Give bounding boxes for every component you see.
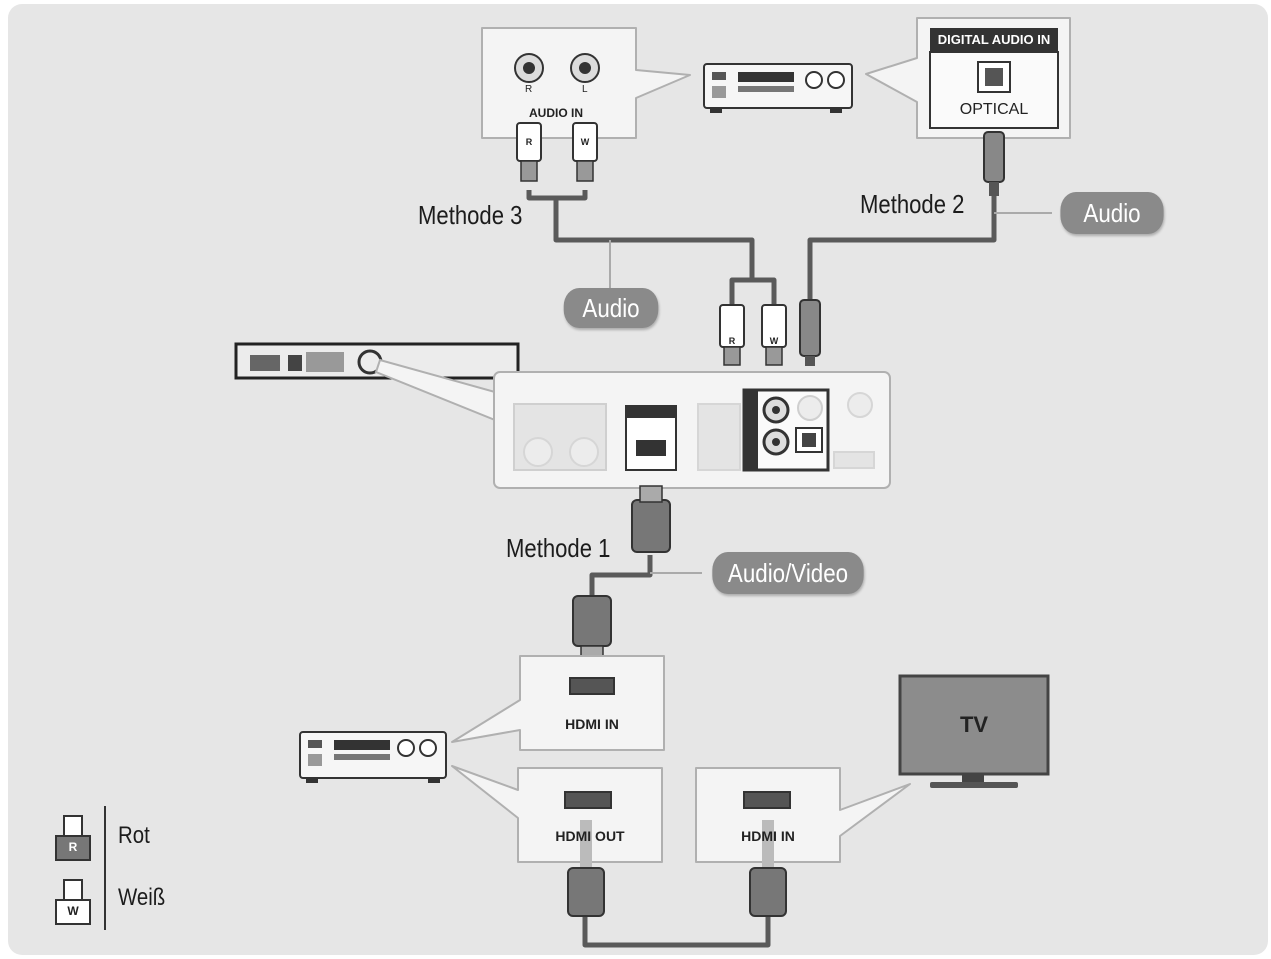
tag-leaders [609, 212, 1052, 574]
player-hdmi-plug-icon [631, 499, 671, 553]
legend-white-label: Weiß [118, 884, 166, 911]
tv-hdmi-in-port-icon [743, 791, 791, 809]
receiver-hdmi-in-label: HDMI IN [565, 716, 619, 732]
legend-red-code: R [68, 840, 78, 854]
analog-cable-white-b [752, 277, 777, 305]
receiver-hdmi-out-label: HDMI OUT [555, 828, 625, 844]
receiver-hdmi-in-port-icon [569, 677, 615, 695]
receiver-hdmi-out-callout [451, 765, 663, 863]
receiver-hdmi-out-port-icon [564, 791, 612, 809]
optical-plug-icon [983, 131, 1005, 183]
tv-icon [898, 674, 1050, 788]
bottom-av-receiver-icon [299, 731, 447, 783]
hdmi-cable-receiver-tv [582, 915, 771, 948]
optical-cable [807, 190, 997, 300]
tv-hdmi-in-label: HDMI IN [741, 828, 795, 844]
bottom-hdmi-plugs [567, 820, 787, 917]
legend-red-plug-icon [55, 835, 91, 861]
audio-in-callout [481, 27, 691, 182]
hdmi-cable-main [589, 555, 653, 600]
tv-hdmi-in-callout [695, 767, 911, 863]
tv-hdmi-in-plug-icon [749, 867, 787, 917]
plug-w-letter: W [580, 137, 590, 147]
audio-video-tag: Audio/Video [712, 552, 864, 594]
tv-label: TV [959, 712, 989, 737]
legend [55, 806, 106, 930]
player-device-icon [234, 342, 520, 422]
optical-label: OPTICAL [959, 101, 1029, 118]
audio-tag-right: Audio [1060, 192, 1164, 234]
player-optical-plug-icon [799, 299, 821, 357]
analog-cable-red [526, 190, 755, 305]
jack-r-label: R [525, 84, 533, 95]
receiver-hdmi-in-callout [451, 655, 665, 751]
method-3-label: Methode 3 [418, 200, 523, 230]
player-plugs [631, 299, 821, 553]
player-plug-r-letter: R [728, 336, 736, 346]
legend-red-label: Rot [118, 822, 150, 849]
player-back-panel [493, 371, 891, 489]
method-1-label: Methode 1 [506, 533, 611, 563]
plug-r-letter: R [525, 137, 533, 147]
cables [526, 190, 997, 948]
analog-cable-white-a [556, 190, 588, 201]
player-plug-w-letter: W [769, 336, 779, 346]
audio-tag-left: Audio [563, 288, 659, 328]
digital-audio-in-callout [865, 17, 1071, 196]
top-av-receiver-icon [703, 63, 853, 113]
jack-l-label: L [582, 84, 588, 95]
receiver-hdmi-out-plug-icon [567, 867, 605, 917]
audio-in-label: AUDIO IN [529, 106, 583, 120]
digital-audio-in-label: DIGITAL AUDIO IN [937, 32, 1051, 47]
method-2-label: Methode 2 [860, 189, 965, 219]
player-optical-port-icon [795, 427, 823, 453]
legend-white-code: W [67, 904, 79, 918]
